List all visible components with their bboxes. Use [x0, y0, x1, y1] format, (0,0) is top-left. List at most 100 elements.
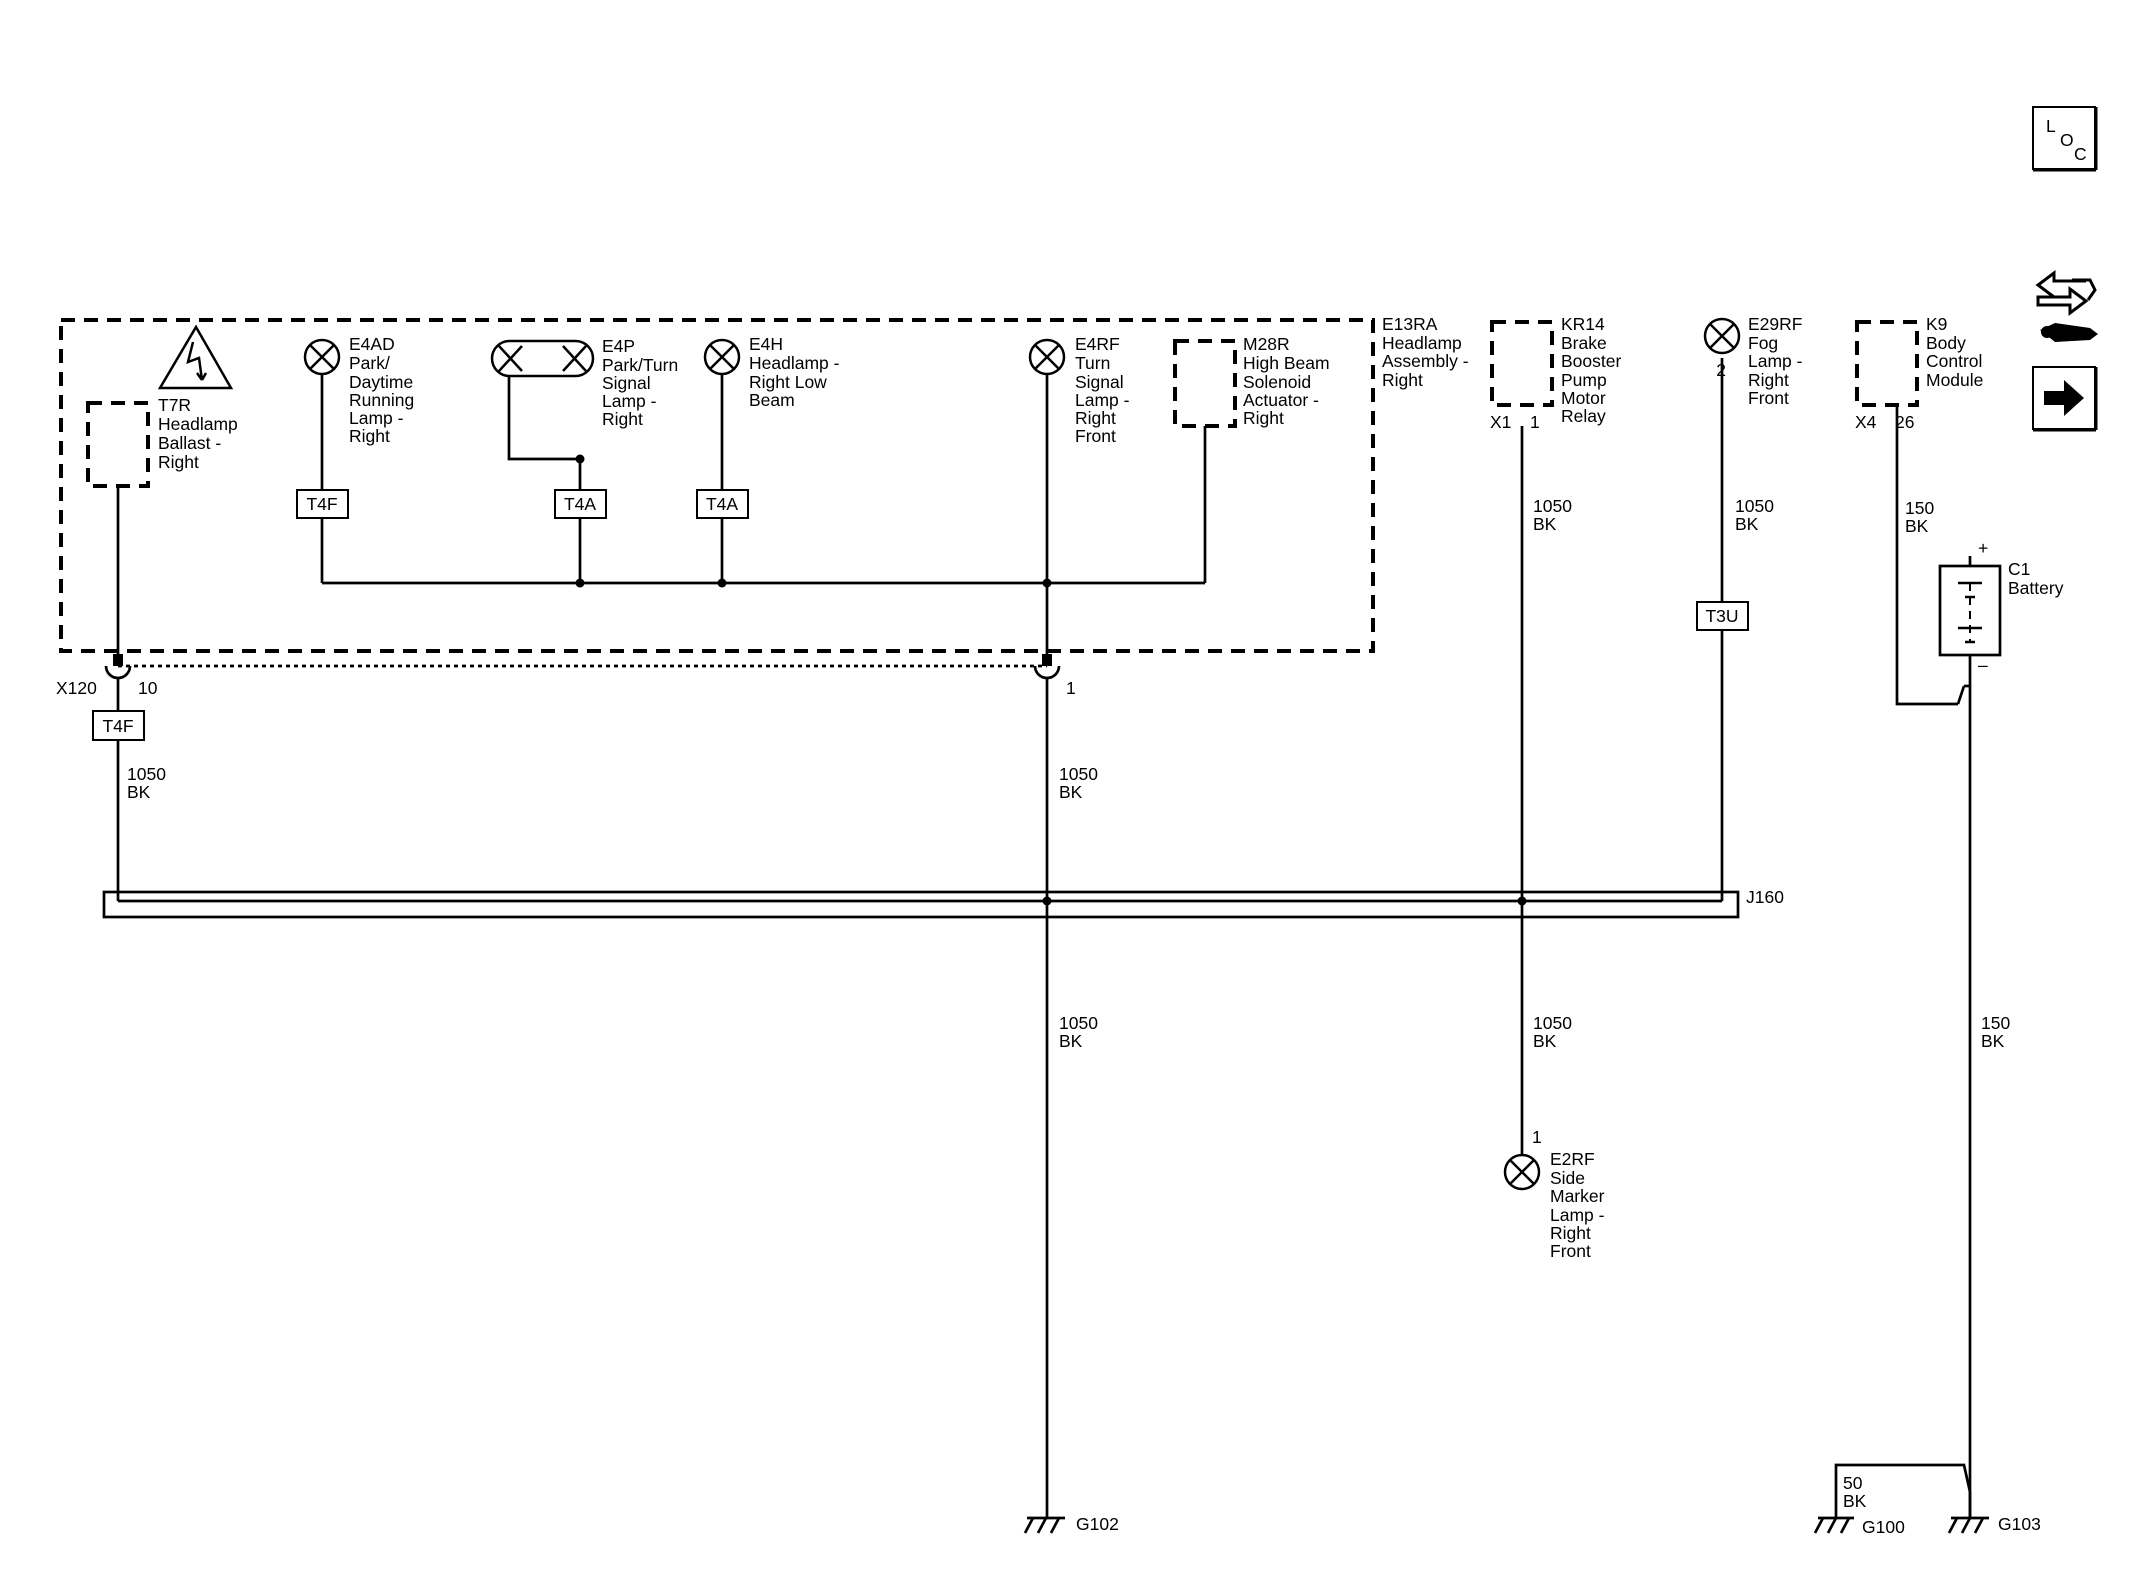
lightning-bolt-icon [186, 341, 208, 381]
ground-g100-icon [1813, 1513, 1854, 1534]
ground-label-g102: G102 [1076, 1514, 1119, 1534]
wire-circuit: 1050 [1533, 496, 1572, 516]
terminal-t4a-e4p: T4A [554, 489, 607, 519]
wire-circuit: 50 [1843, 1473, 1863, 1493]
m28r-solenoid-box [1173, 339, 1237, 428]
component-line: Right [1748, 370, 1789, 390]
e29rf-label: E29RF Fog Lamp - Right Front 2 [1716, 314, 1802, 408]
wire-color: BK [1533, 514, 1557, 534]
component-line: Lamp - [1075, 390, 1130, 410]
pin-label: 1 [1530, 412, 1540, 432]
e4rf-label: E4RF Turn Signal Lamp - Right Front [1075, 334, 1130, 446]
terminal-label: T4A [706, 494, 738, 514]
component-line: Park/Turn [602, 355, 678, 375]
ground-label-g100: G100 [1862, 1517, 1905, 1537]
pin-label: 1 [1532, 1127, 1542, 1147]
assembly-line: Headlamp [1382, 333, 1462, 353]
k9-label: K9 Body Control Module X4 26 [1855, 314, 1983, 432]
c1-battery-icon: + – [1938, 538, 2002, 675]
high-voltage-warning-icon [157, 324, 234, 390]
terminal-t3u-e29rf: T3U [1696, 601, 1749, 631]
assembly-line: Assembly - [1382, 351, 1469, 371]
loc-letter-c: C [2074, 144, 2087, 164]
component-name: E29RF [1748, 314, 1802, 334]
terminal-label: T4A [564, 494, 596, 514]
x120-connector: X120 10 1 [56, 654, 1076, 698]
component-line: Solenoid [1243, 372, 1311, 392]
wire-circuit: 1050 [1059, 764, 1098, 784]
component-line: Side [1550, 1168, 1585, 1188]
c1-label: C1 Battery [2008, 559, 2064, 598]
wire-circuit: 1050 [1735, 496, 1774, 516]
m28r-label: M28R High Beam Solenoid Actuator - Right [1243, 334, 1330, 428]
component-line: Right [1243, 408, 1284, 428]
terminal-label: T4F [102, 716, 133, 736]
component-line: Front [1075, 426, 1116, 446]
assembly-internal-wiring [116, 374, 1207, 658]
component-line: Pump [1561, 370, 1607, 390]
e2rf-lamp-icon [1503, 1153, 1541, 1191]
wire-circuit: 1050 [1059, 1013, 1098, 1033]
component-line: Module [1926, 370, 1983, 390]
pin-label: 10 [138, 678, 158, 698]
component-line: Right Low [749, 372, 827, 392]
assembly-line: Right [1382, 370, 1423, 390]
component-line: Lamp - [1748, 351, 1803, 371]
component-line: Relay [1561, 406, 1606, 426]
next-page-button[interactable] [2032, 366, 2098, 432]
wire-color: BK [1735, 514, 1759, 534]
j160-splice: J160 [102, 887, 1784, 919]
t7r-label: T7R Headlamp Ballast - Right [158, 395, 238, 472]
component-line: Right [158, 452, 199, 472]
component-name: E4H [749, 334, 783, 354]
component-name: K9 [1926, 314, 1947, 334]
battery-positive-mark: + [1978, 538, 1988, 558]
component-name: M28R [1243, 334, 1290, 354]
e4p-dual-lamp-icon [490, 339, 595, 378]
battery-negative-mark: – [1978, 655, 1988, 675]
terminal-label: T3U [1705, 606, 1738, 626]
pin-label: 1 [1066, 678, 1076, 698]
component-line: Lamp - [349, 408, 404, 428]
component-line: Fog [1748, 333, 1778, 353]
wire-circuit: 150 [1905, 498, 1934, 518]
wire-circuit: 150 [1981, 1013, 2010, 1033]
component-line: Body [1926, 333, 1966, 353]
component-line: Signal [602, 373, 651, 393]
terminal-t4a-e4h: T4A [696, 489, 749, 519]
wire-color: BK [1905, 516, 1929, 536]
component-line: Signal [1075, 372, 1124, 392]
component-line: Battery [2008, 578, 2064, 598]
ground-g103-icon [1947, 1516, 1989, 1534]
component-line: Control [1926, 351, 1982, 371]
loc-button[interactable]: L O C [2032, 106, 2098, 172]
component-line: Front [1748, 388, 1789, 408]
terminal-t4f-x120: T4F [92, 710, 145, 741]
assembly-label: E13RA Headlamp Assembly - Right [1382, 314, 1469, 390]
component-line: Lamp - [1550, 1205, 1605, 1225]
ground-label-g103: G103 [1998, 1514, 2041, 1534]
wire-color: BK [1533, 1031, 1557, 1051]
connector-repair-icon[interactable] [2035, 270, 2098, 342]
wire-labels: 1050 BK 1050 BK 1050 BK 1050 BK 150 BK 1… [127, 496, 2010, 1511]
t7r-ballast-box [86, 401, 150, 488]
component-line: Beam [749, 390, 795, 410]
wire-color: BK [1843, 1491, 1867, 1511]
e29rf-lamp-icon [1703, 317, 1741, 355]
kr14-label: KR14 Brake Booster Pump Motor Relay X1 1 [1490, 314, 1621, 432]
component-line: Booster [1561, 351, 1621, 371]
component-name: E2RF [1550, 1149, 1595, 1169]
component-line: Right [1075, 408, 1116, 428]
pin-label: 26 [1895, 412, 1914, 432]
wire-circuit: 1050 [1533, 1013, 1572, 1033]
component-line: Right [1550, 1223, 1591, 1243]
right-arrow-icon [2044, 380, 2084, 416]
e2rf-label: 1 E2RF Side Marker Lamp - Right Front [1532, 1127, 1605, 1261]
component-line: Ballast - [158, 433, 221, 453]
component-line: Lamp - [602, 391, 657, 411]
component-line: Actuator - [1243, 390, 1319, 410]
headlamp-assembly-outline [59, 318, 1375, 653]
component-name: KR14 [1561, 314, 1605, 334]
component-name: E4P [602, 336, 635, 356]
